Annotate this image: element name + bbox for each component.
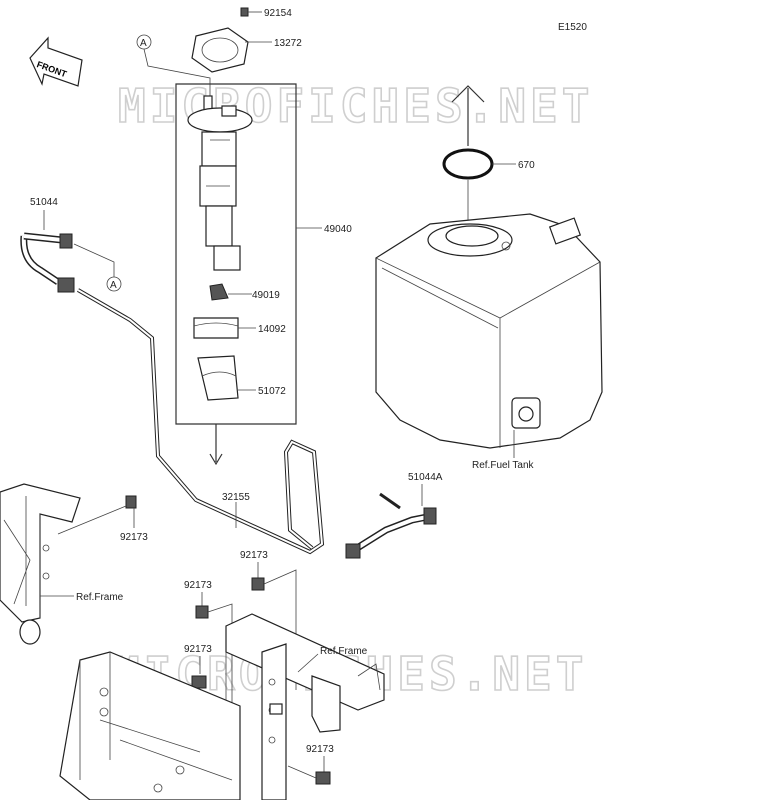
- fuel-tank-icon: [375, 213, 603, 449]
- hose-right-icon: [345, 492, 437, 559]
- frame-bottom-icon: [59, 613, 385, 800]
- part-label-hose-right: 51044A: [408, 472, 443, 483]
- part-label-pump-assembly: 49040: [324, 224, 352, 235]
- oring-icon: [442, 148, 494, 180]
- watermark-top: MICROFICHES.NET: [118, 79, 593, 133]
- holder-icon: [193, 317, 256, 339]
- clamp-left-icon: [195, 605, 209, 619]
- part-label-oring: 670: [518, 160, 535, 171]
- callout-a-top-label: A: [140, 38, 147, 49]
- fuel-pump-icon: [187, 95, 253, 271]
- part-label-clamp-left: 92173: [184, 580, 212, 591]
- part-label-fuel-tube: 32155: [222, 492, 250, 503]
- part-label-filter: 49019: [252, 290, 280, 301]
- front-arrow-icon: FRONT: [29, 36, 83, 87]
- part-label-clamp-lower: 92173: [184, 644, 212, 655]
- part-label-clamp-bottom: 92173: [306, 744, 334, 755]
- ref-label-frame-left: Ref.Frame: [76, 592, 124, 603]
- callout-a-side-label: A: [110, 280, 117, 291]
- part-label-clamp-frame: 92173: [120, 532, 148, 543]
- tank-arrow-up: [451, 85, 485, 146]
- diagram-code: E1520: [558, 22, 587, 33]
- filter-icon: [209, 283, 252, 301]
- part-label-hose-left: 51044: [30, 197, 58, 208]
- clamp-frame-icon: [57, 495, 137, 535]
- bolt-icon: [240, 7, 262, 17]
- ref-label-fuel-tank: Ref.Fuel Tank: [472, 460, 535, 471]
- plate-icon: [191, 27, 272, 73]
- part-label-bolt: 92154: [264, 8, 292, 19]
- pump-assembly-bracket: [175, 83, 297, 425]
- part-label-holder: 14092: [258, 324, 286, 335]
- hose-left-icon: [20, 232, 75, 293]
- pump-arrow-down: [209, 424, 223, 466]
- ref-label-frame-center: Ref.Frame: [320, 646, 368, 657]
- clamp-center-icon: [251, 577, 265, 591]
- frame-left-icon: [0, 483, 81, 645]
- callout-a-top-leader: [143, 48, 211, 100]
- clamp-bottom-icon: [315, 771, 331, 785]
- clamp-lower-icon: [191, 675, 207, 689]
- part-label-clamp-center: 92173: [240, 550, 268, 561]
- sleeve-icon: [197, 355, 256, 401]
- part-label-sleeve: 51072: [258, 386, 286, 397]
- part-label-plate: 13272: [274, 38, 302, 49]
